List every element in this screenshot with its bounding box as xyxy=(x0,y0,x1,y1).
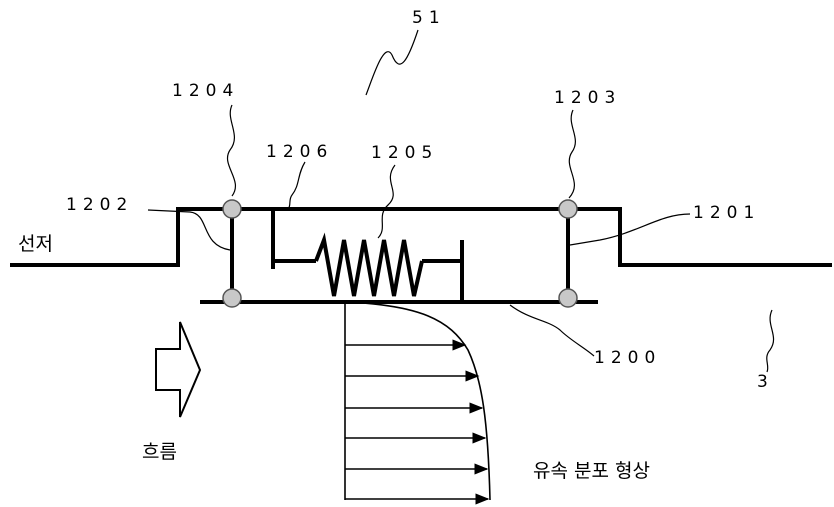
leader-1206 xyxy=(286,161,306,211)
label-3: 3 xyxy=(757,372,774,392)
leader-1204 xyxy=(227,104,237,197)
spring xyxy=(314,232,424,297)
label-1204: 1204 xyxy=(172,81,239,101)
label-flow: 흐름 xyxy=(142,441,177,463)
hull-line xyxy=(10,207,832,267)
label-51: 51 xyxy=(412,8,446,28)
profile-curve xyxy=(344,301,491,501)
label-1203: 1203 xyxy=(554,88,621,108)
label-1201: 1201 xyxy=(693,203,760,223)
pivot-bottom-right xyxy=(558,288,578,308)
leader-1203 xyxy=(568,109,576,199)
pivot-top-right xyxy=(558,199,578,219)
label-1202: 1202 xyxy=(66,195,133,215)
pivot-top-left xyxy=(222,199,242,219)
leader-51 xyxy=(365,29,419,96)
label-1205: 1205 xyxy=(371,143,438,163)
leader-1201 xyxy=(569,213,691,246)
leader-1200 xyxy=(509,304,595,357)
label-velocity-profile: 유속 분포 형상 xyxy=(533,460,650,482)
label-hull: 선저 xyxy=(18,233,53,255)
label-1200: 1200 xyxy=(594,348,661,368)
leader-3 xyxy=(766,309,775,373)
flow-arrow xyxy=(155,321,202,418)
label-1206: 1206 xyxy=(266,142,333,162)
leader-1202 xyxy=(147,209,231,251)
leader-1205 xyxy=(377,164,396,239)
pivot-bottom-left xyxy=(222,288,242,308)
